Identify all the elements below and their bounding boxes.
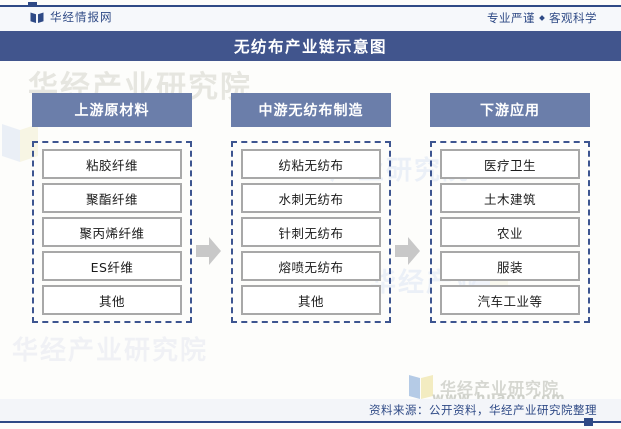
diamond-separator-icon — [539, 15, 545, 21]
list-item[interactable]: 土木建筑 — [440, 183, 580, 213]
source-note: 资料来源：公开资料，华经产业研究院整理 — [369, 403, 597, 417]
top-divider-cap — [28, 2, 37, 10]
list-item[interactable]: 纺粘无纺布 — [241, 149, 381, 179]
list-item[interactable]: 针刺无纺布 — [241, 217, 381, 247]
stage-items-downstream: 医疗卫生 土木建筑 农业 服装 汽车工业等 — [430, 141, 590, 323]
tagline-right-text: 客观科学 — [549, 11, 597, 25]
stage-items-midstream: 纺粘无纺布 水刺无纺布 针刺无纺布 熔喷无纺布 其他 — [231, 141, 391, 323]
footer-band — [0, 399, 621, 421]
arrow-right-icon-1 — [196, 237, 221, 265]
list-item[interactable]: 粘胶纤维 — [42, 149, 182, 179]
list-item[interactable]: 农业 — [440, 217, 580, 247]
list-item[interactable]: 聚丙烯纤维 — [42, 217, 182, 247]
list-item[interactable]: 服装 — [440, 251, 580, 281]
list-item[interactable]: 医疗卫生 — [440, 149, 580, 179]
title-bar: 无纺布产业链示意图 — [0, 31, 621, 61]
list-item[interactable]: 汽车工业等 — [440, 285, 580, 315]
list-item[interactable]: 其他 — [241, 285, 381, 315]
stage-header-downstream: 下游应用 — [430, 93, 590, 127]
top-divider-rule — [0, 5, 621, 7]
tagline: 专业严谨 客观科学 — [487, 10, 597, 26]
list-item[interactable]: 其他 — [42, 285, 182, 315]
stage-column-midstream: 中游无纺布制造 纺粘无纺布 水刺无纺布 针刺无纺布 熔喷无纺布 其他 — [231, 93, 391, 323]
bottom-divider-rule — [0, 421, 621, 423]
list-item[interactable]: 水刺无纺布 — [241, 183, 381, 213]
stage-items-upstream: 粘胶纤维 聚酯纤维 聚丙烯纤维 ES纤维 其他 — [32, 141, 192, 323]
stage-header-midstream: 中游无纺布制造 — [231, 93, 391, 127]
list-item[interactable]: 熔喷无纺布 — [241, 251, 381, 281]
brand[interactable]: 华经情报网 — [30, 9, 113, 25]
bottom-divider-cap — [584, 418, 593, 426]
page-title: 无纺布产业链示意图 — [233, 38, 387, 56]
diagram-body: 上游原材料 粘胶纤维 聚酯纤维 聚丙烯纤维 ES纤维 其他 中游无纺布制造 纺粘… — [0, 61, 621, 401]
list-item[interactable]: ES纤维 — [42, 251, 182, 281]
tagline-left-text: 专业严谨 — [487, 11, 535, 25]
stage-header-upstream: 上游原材料 — [32, 93, 192, 127]
list-item[interactable]: 聚酯纤维 — [42, 183, 182, 213]
stage-column-upstream: 上游原材料 粘胶纤维 聚酯纤维 聚丙烯纤维 ES纤维 其他 — [32, 93, 192, 323]
stage-column-downstream: 下游应用 医疗卫生 土木建筑 农业 服装 汽车工业等 — [430, 93, 590, 323]
header-band — [0, 7, 621, 31]
book-logo-icon — [30, 12, 44, 23]
brand-name: 华经情报网 — [50, 10, 113, 24]
arrow-right-icon-2 — [395, 237, 420, 265]
